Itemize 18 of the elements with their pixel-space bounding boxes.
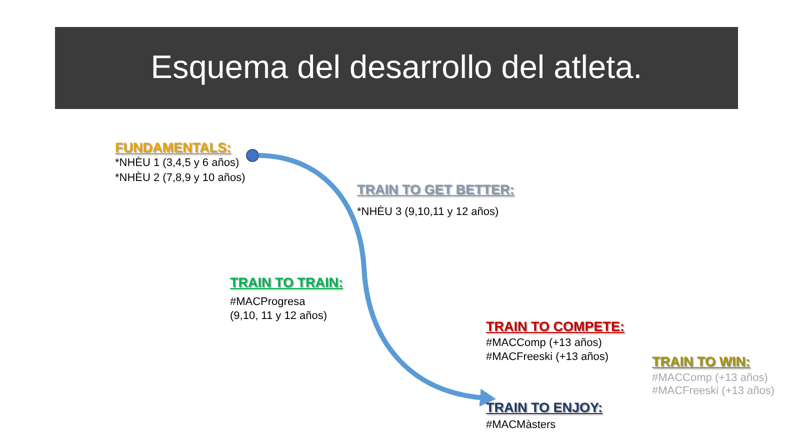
stage-note: #MACProgresa (9,10, 11 y 12 años) — [230, 295, 328, 323]
stage-heading: TRAIN TO TRAIN: — [230, 275, 343, 290]
stage-heading: TRAIN TO WIN: — [652, 354, 750, 369]
stage-note: #MACMàsters — [486, 418, 556, 432]
stage-heading: TRAIN TO COMPETE: — [486, 319, 625, 334]
start-dot — [246, 149, 259, 162]
stage-heading: TRAIN TO ENJOY: — [486, 400, 603, 415]
stage-note: #MACFreeski (+13 años) — [486, 350, 609, 364]
curved-arrow — [258, 153, 496, 406]
stage-note: *NHÈU 2 (7,8,9 y 10 años) — [115, 171, 246, 185]
stage-note: #MACComp (+13 años) — [486, 336, 602, 350]
stage-note: *NHÈU 1 (3,4,5 y 6 años) — [115, 156, 240, 170]
stage-note: #MACFreeski (+13 años) — [652, 384, 775, 398]
slide-title: Esquema del desarrollo del atleta. — [150, 48, 644, 86]
stage-heading: TRAIN TO GET BETTER: — [357, 182, 514, 197]
stage-note: #MACComp (+13 años) — [652, 371, 768, 385]
stage-note: *NHÈU 3 (9,10,11 y 12 años) — [357, 205, 499, 219]
stage-heading: FUNDAMENTALS: — [115, 140, 231, 155]
